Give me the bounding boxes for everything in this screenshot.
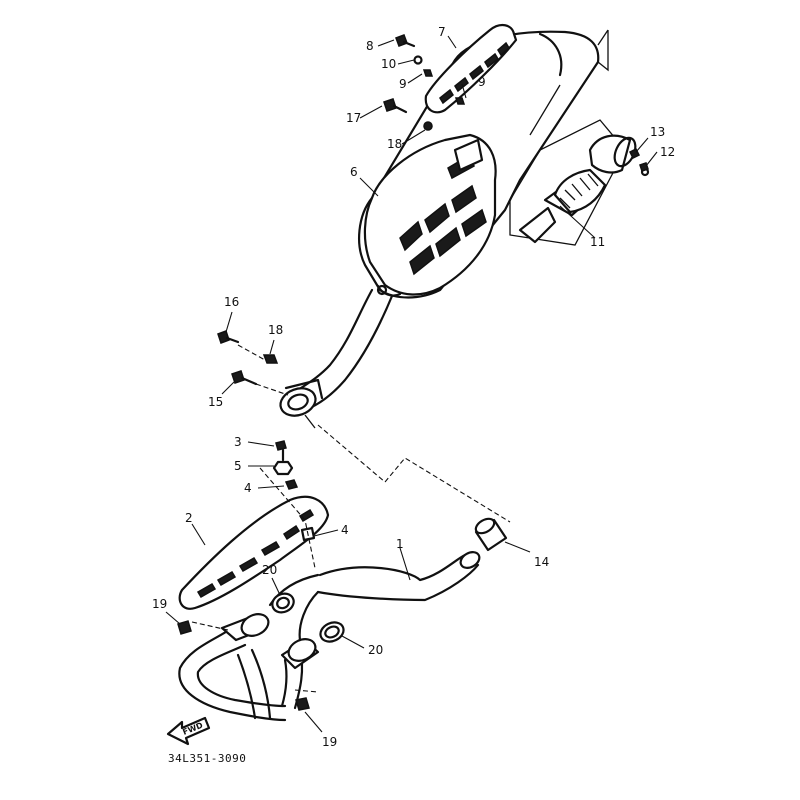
- callout-c10: 10: [381, 57, 396, 71]
- callout-c17: 17: [346, 111, 361, 125]
- callout-c4a: 4: [244, 481, 252, 495]
- callout-c11: 11: [590, 235, 605, 249]
- callout-c14: 14: [534, 555, 549, 569]
- callout-c12: 12: [660, 145, 675, 159]
- gasket-20-upper: [271, 592, 295, 614]
- drawing-code: 34L351-3090: [168, 752, 246, 765]
- forward-arrow: FWD: [166, 716, 211, 746]
- callout-c18a: 18: [387, 137, 402, 151]
- callout-c20a: 20: [262, 563, 277, 577]
- callout-c9b: 9: [478, 75, 486, 89]
- callout-c9a: 9: [399, 77, 407, 91]
- callout-c8: 8: [366, 39, 374, 53]
- muffler: [279, 29, 609, 429]
- callout-c19b: 19: [322, 735, 337, 749]
- protector-upper: [424, 24, 518, 114]
- callout-c18b: 18: [268, 323, 283, 337]
- callout-c13: 13: [650, 125, 665, 139]
- assembly-lines: [191, 344, 511, 693]
- gasket-14: [474, 517, 508, 552]
- callout-c15: 15: [208, 395, 223, 409]
- callout-c5: 5: [234, 459, 242, 473]
- tail-pipe: [509, 119, 650, 246]
- callout-c1: 1: [396, 537, 404, 551]
- callout-c7: 7: [438, 25, 446, 39]
- protector-lower: [178, 495, 330, 610]
- exhaust-pipe: [178, 551, 481, 722]
- callout-c6: 6: [350, 165, 358, 179]
- callout-c4b: 4: [341, 523, 349, 537]
- callout-leaders: [165, 35, 658, 733]
- fasteners: [177, 34, 649, 711]
- callout-c3: 3: [234, 435, 242, 449]
- callout-c19a: 19: [152, 597, 167, 611]
- callout-c16: 16: [224, 295, 239, 309]
- callout-c20b: 20: [368, 643, 383, 657]
- gasket-20-lower: [319, 621, 345, 643]
- callout-c2: 2: [185, 511, 193, 525]
